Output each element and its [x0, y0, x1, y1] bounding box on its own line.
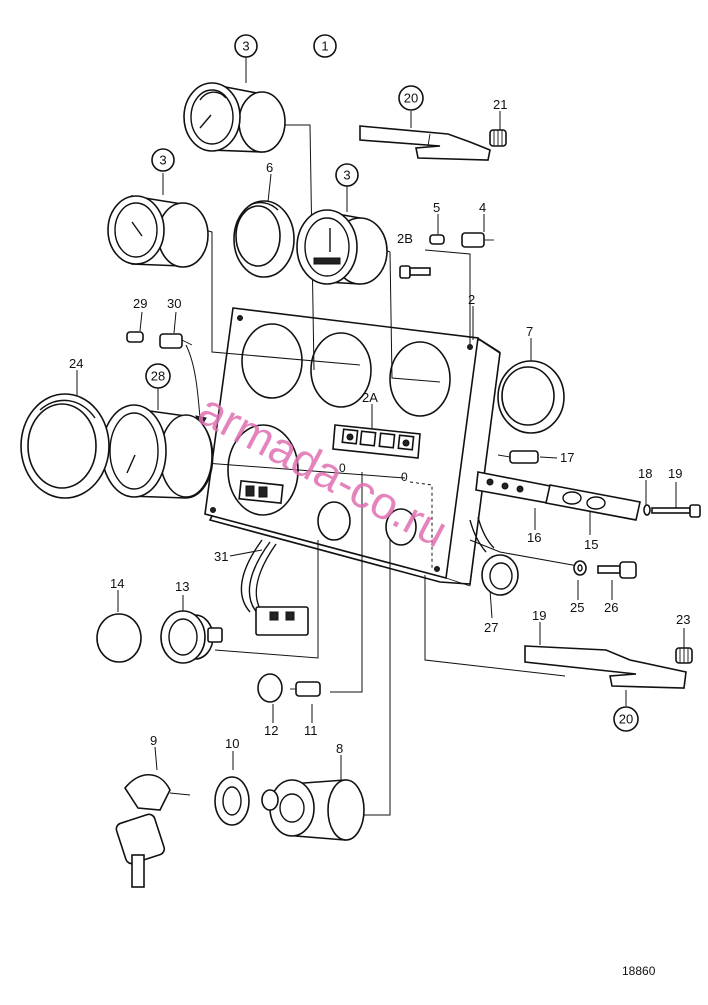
gauge-hole — [241, 323, 303, 399]
label-3: 3 — [242, 39, 249, 54]
callout-circle — [398, 85, 424, 111]
gauge-middle — [296, 209, 388, 285]
label-29: 29 — [133, 296, 147, 311]
label-26: 26 — [604, 600, 618, 615]
indicator-lens — [257, 673, 283, 703]
panel-marking: 0 — [401, 470, 408, 484]
callout-circle — [613, 706, 639, 732]
callout-circle — [151, 148, 175, 172]
ignition-key — [115, 774, 191, 888]
callout-circle — [234, 34, 258, 58]
label-16: 16 — [527, 530, 541, 545]
label-13: 13 — [175, 579, 189, 594]
callout-labels: 3 1 20 3 3 28 20 21 6 5 4 2B 2 29 30 7 2… — [69, 34, 690, 978]
label-2a: 2A — [362, 390, 378, 405]
label-4: 4 — [479, 200, 486, 215]
panel-screw-hole — [210, 507, 216, 513]
label-2b: 2B — [397, 231, 413, 246]
label-11: 11 — [304, 723, 318, 738]
rotary-switch — [160, 610, 223, 664]
bulb — [429, 234, 445, 245]
label-15: 15 — [584, 537, 598, 552]
bulb-holder — [461, 232, 494, 248]
gauge-hole — [389, 341, 451, 417]
switch-hole — [385, 508, 417, 546]
dashed-guide-line — [409, 481, 433, 570]
label-9: 9 — [150, 733, 157, 748]
flange-bolt — [597, 561, 637, 579]
label-3: 3 — [159, 153, 166, 168]
bulb-holder-side — [497, 450, 539, 464]
label-14: 14 — [110, 576, 124, 591]
label-7: 7 — [526, 324, 533, 339]
label-17: 17 — [560, 450, 574, 465]
label-28: 28 — [151, 369, 165, 384]
label-2: 2 — [468, 292, 475, 307]
label-3: 3 — [343, 168, 350, 183]
wiring-harness — [240, 539, 309, 636]
panel-screw-hole — [434, 566, 440, 572]
label-27: 27 — [484, 620, 498, 635]
bezel-ring — [233, 200, 295, 278]
mounting-rail — [475, 471, 641, 521]
gauge-left — [107, 195, 209, 268]
label-25: 25 — [570, 600, 584, 615]
tachometer — [101, 404, 214, 499]
label-23: 23 — [676, 612, 690, 627]
screw — [399, 265, 431, 279]
warning-lamp-strip — [332, 424, 421, 459]
ignition-lock — [261, 779, 365, 841]
label-18: 18 — [638, 466, 652, 481]
gauge-top — [183, 82, 286, 153]
panel-screw-hole — [467, 344, 473, 350]
callout-circle — [313, 34, 337, 58]
label-5: 5 — [433, 200, 440, 215]
label-20: 20 — [404, 91, 418, 106]
bulb-small — [126, 331, 144, 343]
label-24: 24 — [69, 356, 83, 371]
label-10: 10 — [225, 736, 239, 751]
washer — [643, 504, 651, 516]
cable-connector — [469, 516, 519, 596]
label-1: 1 — [321, 39, 328, 54]
label-8: 8 — [336, 741, 343, 756]
knurled-nut-bottom — [675, 647, 693, 664]
switch-cap — [96, 613, 142, 663]
switch-hole — [317, 501, 351, 541]
drawing-number: 18860 — [622, 964, 656, 978]
indicator-bulb — [290, 681, 321, 697]
tachometer-bezel — [20, 393, 110, 499]
label-31: 31 — [214, 549, 228, 564]
mounting-bracket-bottom — [524, 645, 687, 689]
bezel-ring-large — [497, 360, 565, 434]
bolt — [651, 504, 701, 518]
mounting-bracket-top — [359, 125, 491, 161]
label-22: 19 — [532, 608, 546, 623]
label-30: 30 — [167, 296, 181, 311]
label-12: 12 — [264, 723, 278, 738]
instrument-panel: 0 0 — [204, 307, 501, 587]
panel-marking: 0 — [339, 461, 346, 475]
callout-circle — [145, 363, 171, 389]
bulb-socket — [159, 333, 193, 349]
label-22: 20 — [619, 712, 633, 727]
callout-circle — [335, 163, 359, 187]
label-21: 21 — [493, 97, 507, 112]
knurled-nut — [489, 129, 507, 147]
panel-screw-hole — [237, 315, 243, 321]
label-19: 19 — [668, 466, 682, 481]
gauge-hole — [310, 332, 372, 408]
lock-nut — [214, 776, 250, 826]
label-6: 6 — [266, 160, 273, 175]
washer-small — [573, 560, 587, 576]
